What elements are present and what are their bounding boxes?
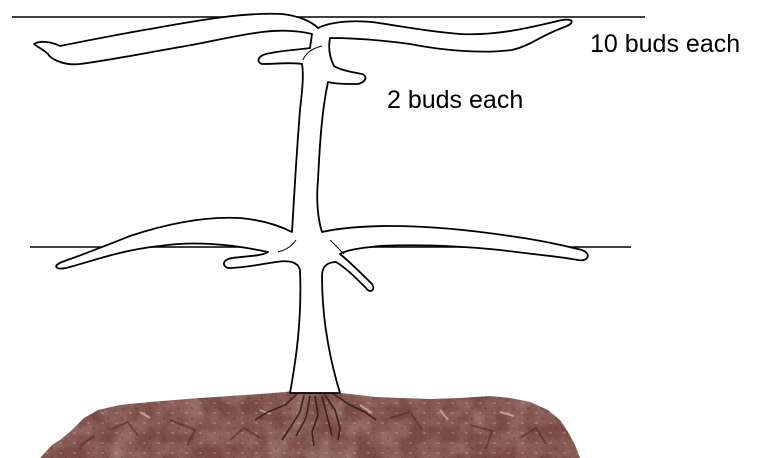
cane-bud-count-label: 10 buds each: [590, 32, 740, 57]
spur-bud-count-label: 2 buds each: [387, 88, 523, 113]
vine: [34, 14, 588, 393]
lower-cordon: [34, 14, 588, 393]
